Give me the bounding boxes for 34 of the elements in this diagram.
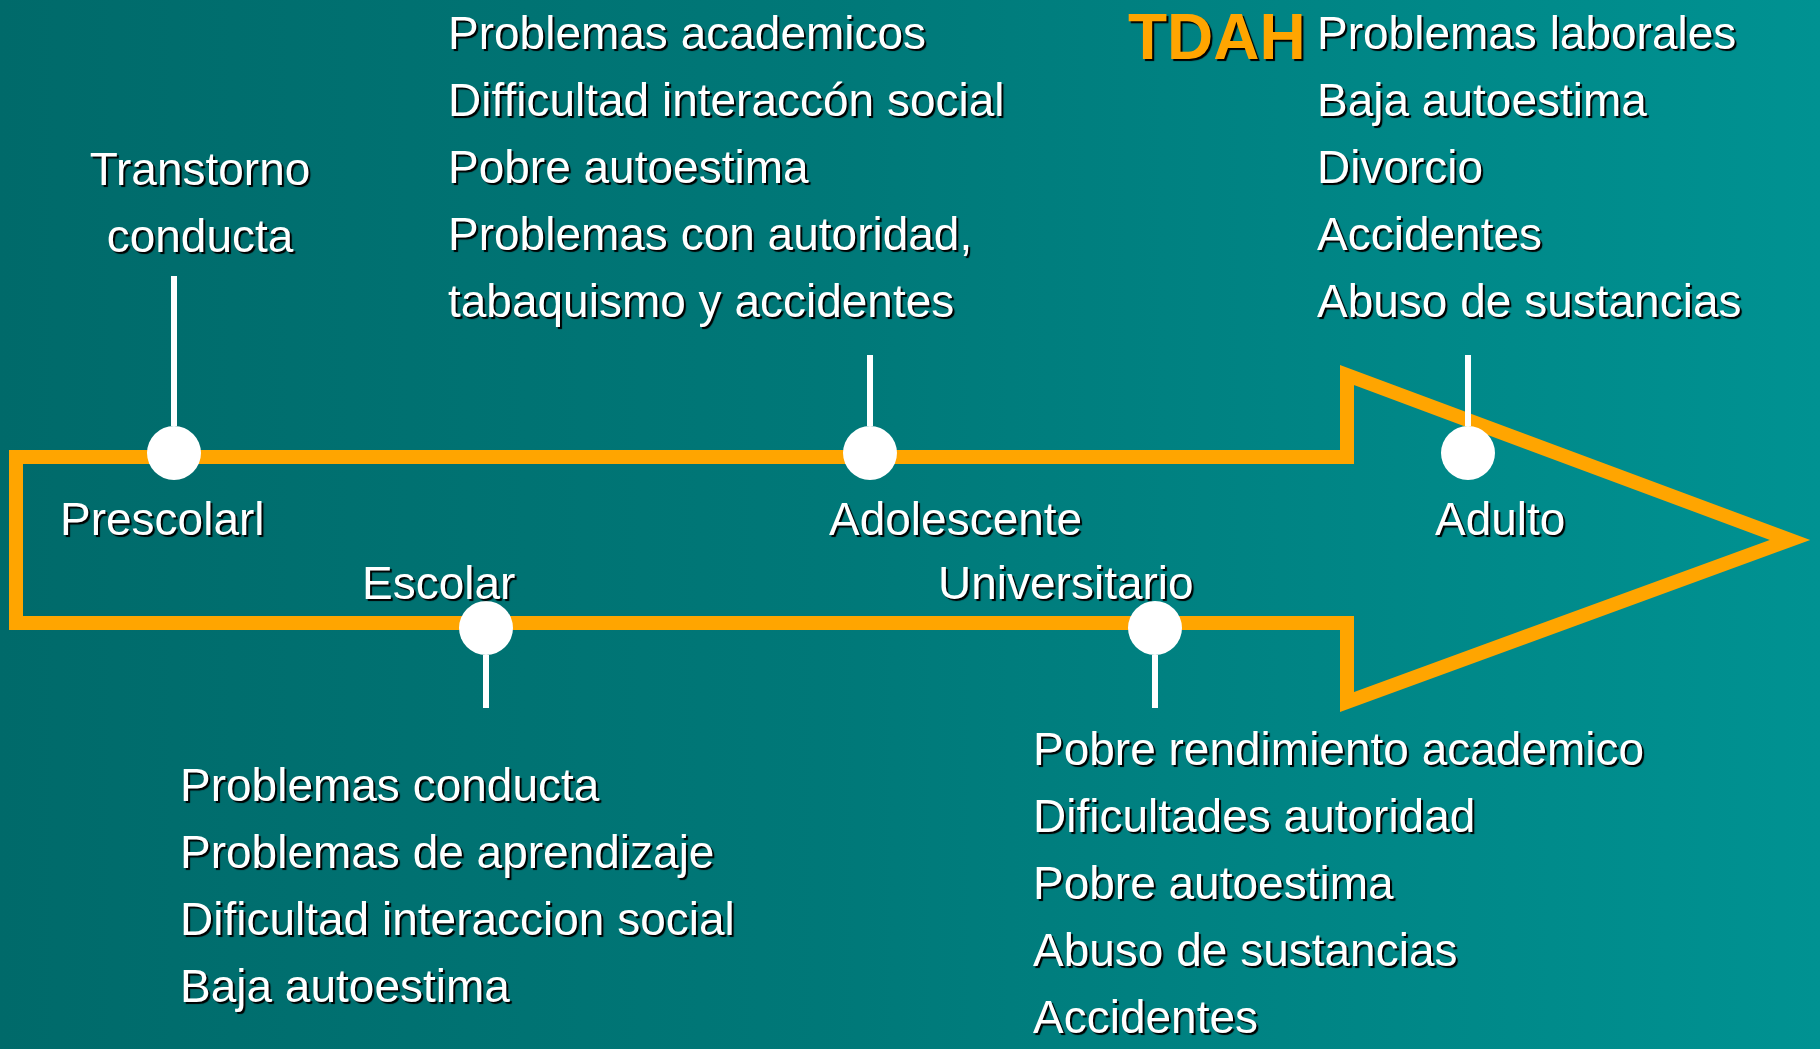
list-item: Pobre rendimiento academico: [1033, 722, 1646, 777]
stage-label: Adolescente: [829, 492, 1083, 547]
stage-label: Universitario: [938, 556, 1194, 611]
leader-line: [171, 276, 177, 426]
list-item: Difficultad interaccón social: [448, 73, 1006, 128]
list-item: Accidentes: [1317, 207, 1543, 262]
timeline-dot: [843, 426, 897, 480]
list-item: Problemas academicos: [448, 6, 928, 61]
leader-line: [483, 655, 489, 708]
list-item: Pobre autoestima: [448, 140, 810, 195]
list-item: Baja autoestima: [180, 959, 511, 1014]
stage-label: Prescolarl: [60, 492, 265, 547]
list-item: Accidentes: [1033, 990, 1259, 1045]
stage-label: Adulto: [1435, 492, 1566, 547]
list-item: Problemas con autoridad, tabaquismo y accidentes: [448, 207, 974, 329]
timeline-dot: [147, 426, 201, 480]
timeline-dot: [459, 601, 513, 655]
timeline-dot: [1441, 426, 1495, 480]
list-item: Dificultades autoridad: [1033, 789, 1477, 844]
list-item: Abuso de sustancias: [1033, 923, 1459, 978]
list-item: Pobre autoestima: [1033, 856, 1395, 911]
timeline-dot: [1128, 601, 1182, 655]
leader-line: [867, 355, 873, 426]
list-item: Problemas laborales: [1317, 6, 1738, 61]
list-item: Abuso de sustancias: [1317, 274, 1743, 329]
list-item: Problemas conducta: [180, 758, 601, 813]
list-item: Transtorno conducta: [88, 142, 312, 264]
list-item: Dificultad interaccion social: [180, 892, 736, 947]
list-item: Problemas de aprendizaje: [180, 825, 716, 880]
list-item: Divorcio: [1317, 140, 1485, 195]
leader-line: [1465, 355, 1471, 426]
list-item: Baja autoestima: [1317, 73, 1648, 128]
stage-label: Escolar: [362, 556, 516, 611]
title: TDAH: [1128, 2, 1306, 72]
